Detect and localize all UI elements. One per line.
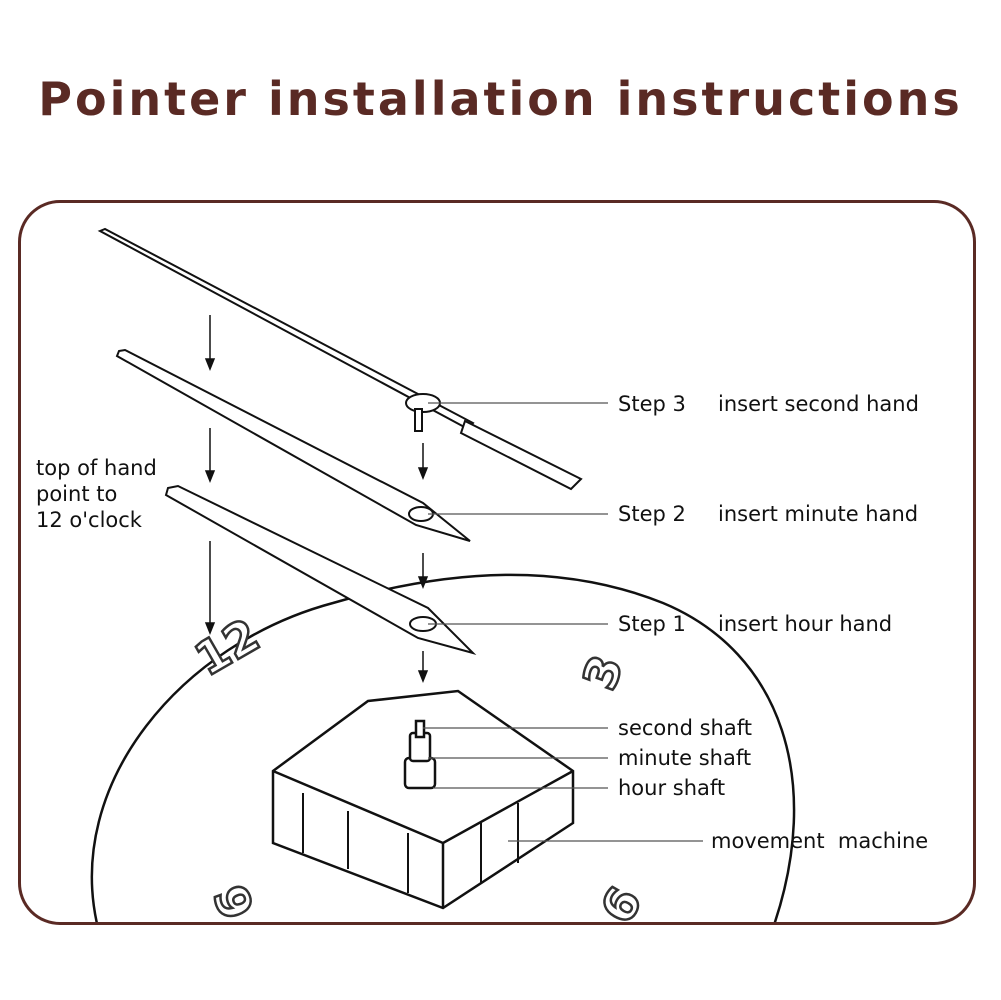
step-3-action: insert second hand [718, 392, 919, 416]
installation-diagram: 12 3 9 6 [36, 227, 928, 925]
second-shaft-label: second shaft [618, 716, 752, 740]
minute-shaft-label: minute shaft [618, 746, 751, 770]
step-2-action: insert minute hand [718, 502, 918, 526]
step-1-label: Step 1 [618, 612, 686, 636]
diagram-frame: 12 3 9 6 [18, 200, 976, 925]
dial-number-12: 12 [186, 608, 268, 687]
minute-hand [115, 348, 471, 542]
dial-number-3: 3 [572, 648, 634, 697]
step-1-action: insert hour hand [718, 612, 892, 636]
hour-hand [164, 484, 477, 655]
note-line-3: 12 o'clock [36, 508, 143, 532]
leader-lines [423, 402, 703, 842]
down-arrows [204, 315, 429, 684]
dial-number-6: 6 [590, 878, 653, 925]
page-title: Pointer installation instructions [38, 72, 963, 126]
note-line-1: top of hand [36, 456, 157, 480]
step-3-label: Step 3 [618, 392, 686, 416]
movement-machine [271, 689, 575, 910]
movement-machine-label: movement machine [711, 829, 928, 853]
second-hand [97, 227, 583, 491]
clock-face-arc [90, 573, 796, 922]
note-line-2: point to [36, 482, 117, 506]
dial-number-9: 9 [202, 878, 264, 925]
hour-shaft-label: hour shaft [618, 776, 725, 800]
step-2-label: Step 2 [618, 502, 686, 526]
